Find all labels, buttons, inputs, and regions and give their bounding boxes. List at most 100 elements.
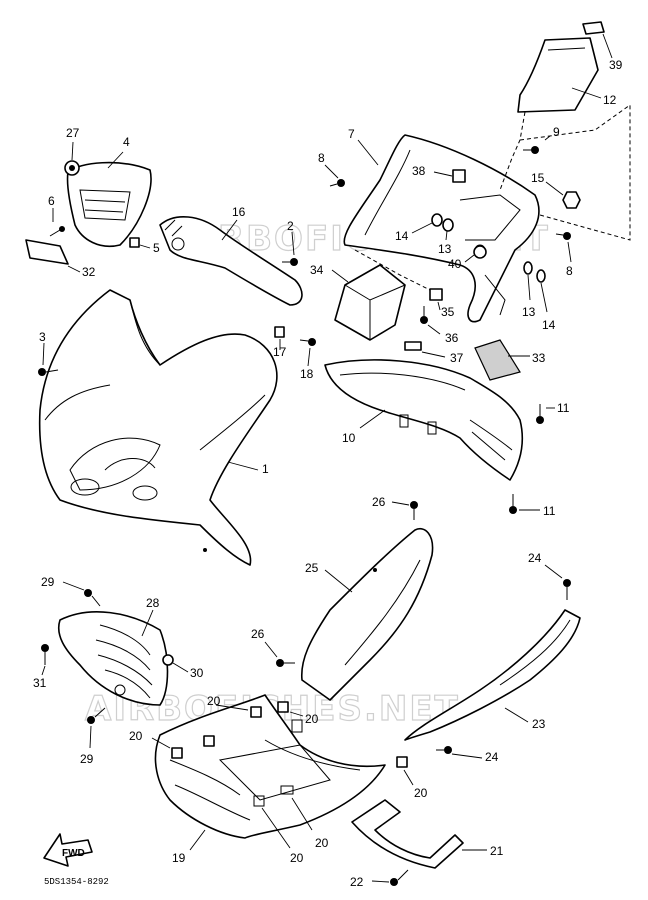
- leader-9: [544, 135, 551, 141]
- callout-39: 39: [609, 58, 623, 72]
- pocket-lid[interactable]: [517, 37, 599, 113]
- clip-20-a[interactable]: [250, 706, 262, 718]
- callout-20-f: 20: [290, 851, 304, 865]
- callout-29-upper: 29: [41, 575, 55, 589]
- side-panel[interactable]: [300, 528, 434, 701]
- callout-24-lower: 24: [485, 750, 499, 764]
- collar-40[interactable]: [473, 245, 487, 259]
- screw-11-upper[interactable]: [536, 404, 544, 424]
- reflector[interactable]: [25, 239, 69, 265]
- screw-6[interactable]: [49, 226, 65, 237]
- washer-13-left[interactable]: [442, 218, 454, 232]
- leader-16: [221, 219, 238, 241]
- screw-29-lower[interactable]: [87, 707, 106, 724]
- pad-39[interactable]: [582, 21, 605, 35]
- washer-13-right[interactable]: [523, 261, 533, 275]
- screw-8-right[interactable]: [555, 232, 571, 240]
- vent-grille[interactable]: [58, 611, 169, 706]
- leader-20-f: [261, 807, 291, 849]
- screw-29-upper[interactable]: [84, 589, 101, 607]
- screw-36[interactable]: [420, 306, 428, 324]
- callout-21: 21: [490, 844, 504, 858]
- bracket-16[interactable]: [159, 215, 303, 306]
- leader-26-lower: [264, 641, 278, 658]
- callout-25: 25: [305, 561, 319, 575]
- lower-cowling[interactable]: [154, 694, 386, 839]
- callout-29-lower: 29: [80, 752, 94, 766]
- front-panel[interactable]: [66, 161, 152, 247]
- leader-20-c: [151, 737, 171, 749]
- callout-12: 12: [603, 93, 617, 107]
- callout-17: 17: [273, 345, 287, 359]
- nut-17[interactable]: [274, 326, 285, 338]
- screw-3[interactable]: [38, 368, 59, 376]
- nut-30[interactable]: [162, 654, 174, 666]
- bracket-21[interactable]: [351, 799, 464, 869]
- box-34[interactable]: [334, 264, 406, 341]
- leader-15: [545, 181, 564, 196]
- screw-22[interactable]: [390, 869, 409, 886]
- callout-27: 27: [66, 126, 80, 140]
- washer-14-left[interactable]: [431, 213, 443, 227]
- sheet-33[interactable]: [474, 339, 521, 381]
- front-cowling[interactable]: [38, 289, 278, 566]
- callout-9: 9: [553, 125, 560, 139]
- callout-20-c: 20: [129, 729, 143, 743]
- leader-40: [464, 254, 475, 263]
- callout-13-right: 13: [522, 305, 536, 319]
- leader-32: [67, 265, 81, 273]
- grommet[interactable]: [64, 160, 80, 176]
- guide-line-2: [519, 104, 631, 241]
- callout-1: 1: [262, 462, 269, 476]
- screw-24-upper[interactable]: [563, 579, 571, 600]
- leader-39: [602, 33, 613, 59]
- washer-14-right[interactable]: [536, 269, 546, 283]
- callout-2: 2: [287, 219, 294, 233]
- screw-11-lower[interactable]: [509, 494, 517, 514]
- clip-38[interactable]: [452, 169, 466, 183]
- screw-31[interactable]: [41, 644, 49, 665]
- fwd-label: FWD: [62, 848, 85, 859]
- leader-13-left: [445, 230, 448, 241]
- drawing-code: 5DS1354-8292: [44, 877, 109, 887]
- callout-18: 18: [300, 367, 314, 381]
- callout-30: 30: [190, 666, 204, 680]
- leader-14-right: [540, 282, 548, 313]
- leader-14-left: [411, 222, 433, 234]
- leader-28: [141, 609, 154, 637]
- screw-24-lower[interactable]: [436, 746, 452, 754]
- leader-8-right: [567, 241, 572, 263]
- clip-20-c[interactable]: [171, 735, 215, 759]
- side-cover-strip[interactable]: [404, 609, 581, 741]
- screw-8-left[interactable]: [329, 179, 345, 187]
- leader-24-upper: [544, 564, 563, 579]
- callout-4: 4: [123, 135, 130, 149]
- leader-1: [227, 461, 259, 471]
- callout-7: 7: [348, 127, 355, 141]
- callout-23: 23: [532, 717, 546, 731]
- screw-2[interactable]: [282, 258, 298, 266]
- nut-5[interactable]: [129, 237, 140, 248]
- clip-20-d[interactable]: [396, 756, 408, 768]
- screw-9[interactable]: [523, 146, 539, 154]
- callout-6: 6: [48, 194, 55, 208]
- leader-20-a: [215, 704, 249, 711]
- callout-15: 15: [531, 171, 545, 185]
- callout-19: 19: [172, 851, 186, 865]
- lower-inner-cover[interactable]: [324, 359, 524, 481]
- clip-20-b[interactable]: [277, 701, 289, 713]
- leader-4: [107, 151, 124, 169]
- leader-38: [433, 171, 453, 177]
- screw-18[interactable]: [299, 338, 316, 346]
- leader-19: [189, 829, 206, 851]
- pad-37[interactable]: [404, 341, 422, 351]
- screw-26-upper[interactable]: [410, 501, 418, 520]
- callout-8-left: 8: [318, 151, 325, 165]
- leader-23: [504, 707, 529, 723]
- clip-35[interactable]: [429, 288, 443, 301]
- screw-26-lower[interactable]: [276, 659, 295, 667]
- leader-20-d: [403, 769, 414, 786]
- nut-15[interactable]: [562, 191, 581, 209]
- callout-31: 31: [33, 676, 47, 690]
